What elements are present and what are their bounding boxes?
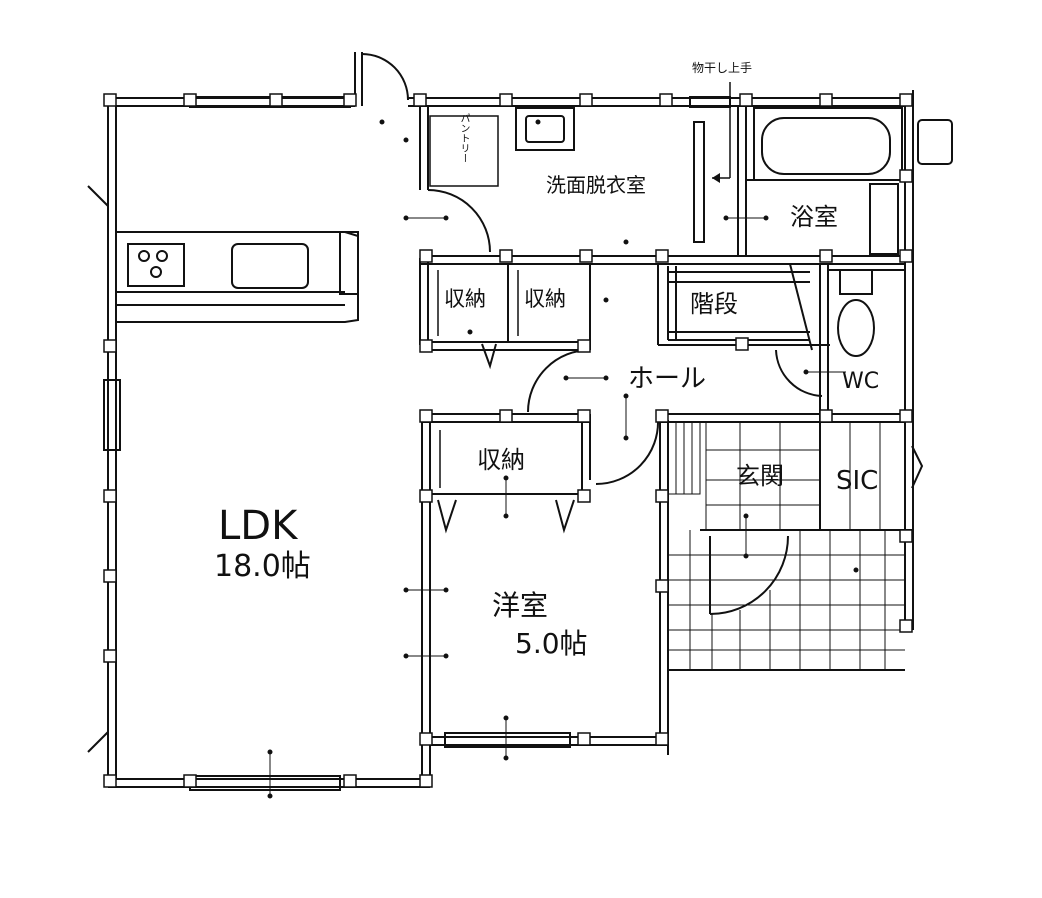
wc-label: WC xyxy=(842,369,880,394)
entrance-label: 玄関 xyxy=(736,462,784,490)
ldk-size-label: 18.0帖 xyxy=(214,549,311,584)
hall-label: ホール xyxy=(628,364,707,394)
storage-outlines xyxy=(429,115,519,488)
bathtub xyxy=(746,107,953,255)
wall-posts xyxy=(103,93,913,788)
washroom-label: 洗面脱衣室 xyxy=(546,173,646,197)
windows xyxy=(87,96,731,791)
laundry-pole-label: 物干し上手 xyxy=(692,61,753,75)
washbasin xyxy=(515,107,705,243)
storage-label-2: 収納 xyxy=(524,287,566,311)
western-room-label: 洋室 xyxy=(492,589,549,622)
doors xyxy=(361,53,924,615)
pantry-label: パントリー xyxy=(458,113,469,163)
ldk-label: LDK xyxy=(218,503,298,549)
storage-label-1: 収納 xyxy=(444,287,486,311)
outlets xyxy=(267,119,859,799)
stairs-label: 階段 xyxy=(690,290,738,318)
toilet xyxy=(828,269,905,357)
laundry-arrowhead xyxy=(712,173,720,183)
entrance-tiles xyxy=(667,421,905,670)
bathroom-label: 浴室 xyxy=(790,203,838,231)
sic-label: SIC xyxy=(836,466,879,496)
western-room-size-label: 5.0帖 xyxy=(515,627,588,660)
kitchen-counter xyxy=(116,231,359,323)
storage-label-3: 収納 xyxy=(477,446,525,474)
